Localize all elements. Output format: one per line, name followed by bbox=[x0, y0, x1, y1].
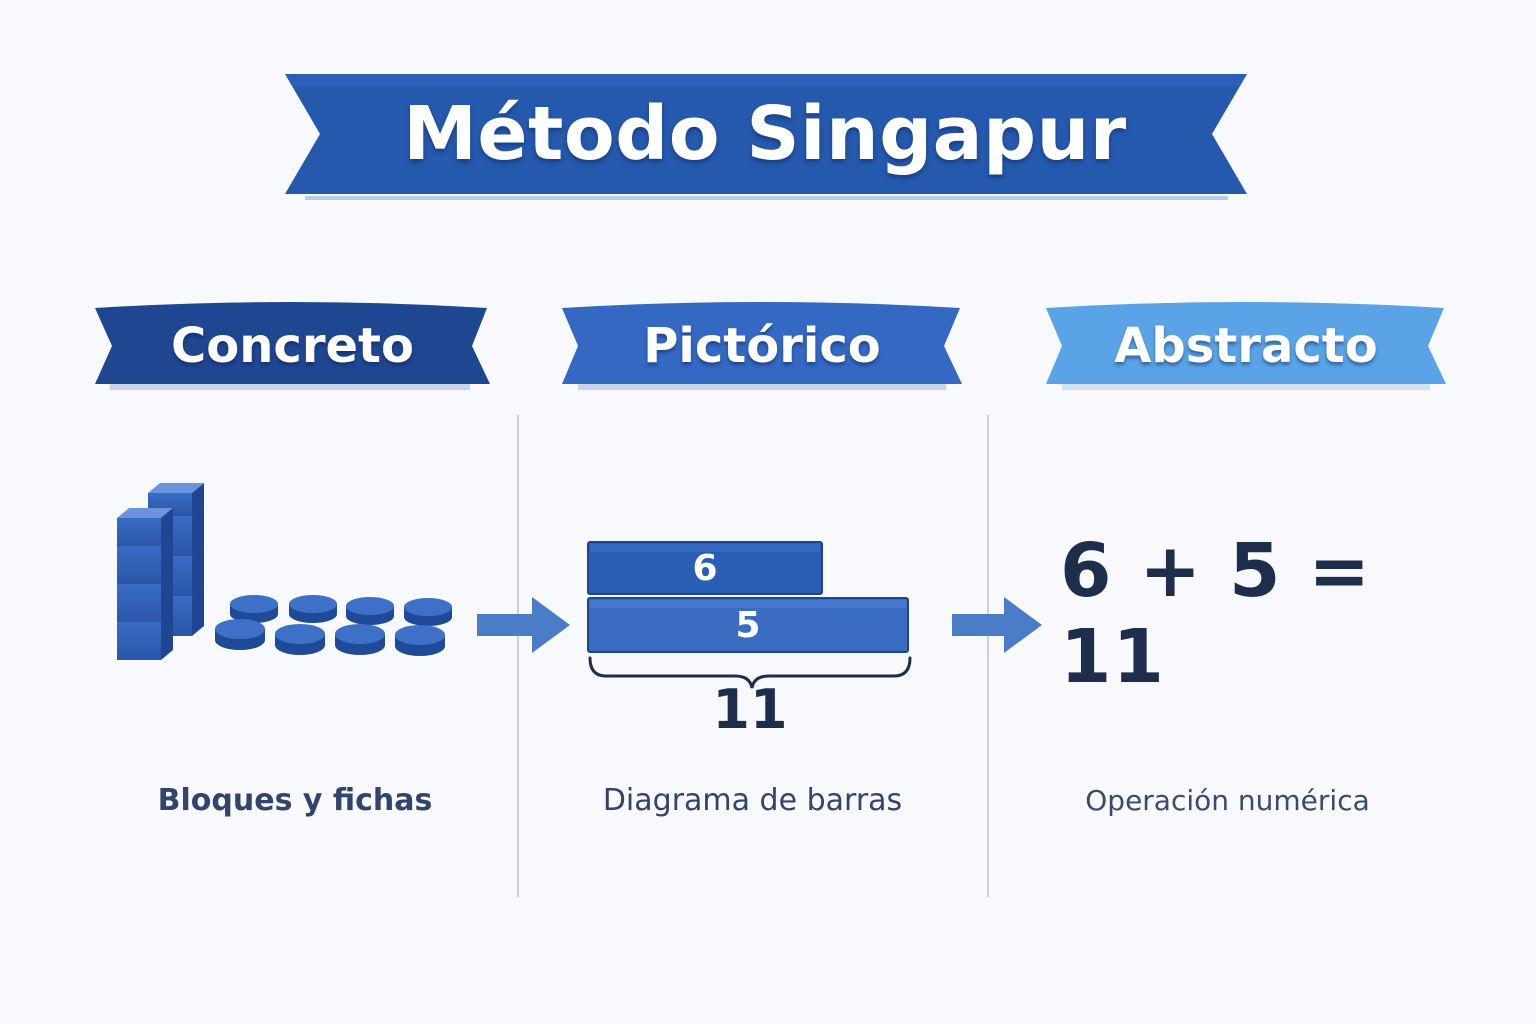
caption-pictorico: Diagrama de barras bbox=[602, 782, 903, 818]
ribbon-concreto bbox=[95, 302, 490, 390]
total-brace bbox=[588, 656, 912, 689]
arrow-pictorico-to-abstracto bbox=[952, 597, 1042, 653]
counter bbox=[275, 624, 325, 655]
title-banner bbox=[285, 74, 1247, 200]
arrow-concreto-to-pictorico bbox=[477, 597, 570, 653]
bar-top bbox=[587, 541, 823, 595]
counter bbox=[230, 595, 278, 623]
bar-total-value: 11 bbox=[712, 677, 788, 741]
counter bbox=[289, 595, 337, 623]
page-title: Método Singapur bbox=[403, 91, 1127, 177]
stage-label-concreto: Concreto bbox=[171, 318, 414, 374]
ribbon-abstracto bbox=[1046, 302, 1446, 390]
bar-top-value: 6 bbox=[692, 547, 718, 589]
stage-label-pictorico: Pictórico bbox=[643, 318, 881, 374]
bar-model bbox=[587, 541, 912, 689]
block-stacks-illustration bbox=[117, 483, 204, 660]
counter bbox=[395, 625, 445, 656]
bar-bottom-value: 5 bbox=[735, 604, 761, 646]
caption-abstracto: Operación numérica bbox=[1085, 783, 1370, 817]
counter bbox=[404, 598, 452, 626]
caption-concreto: Bloques y fichas bbox=[157, 782, 433, 818]
equation: 6 + 5 = 11 bbox=[1060, 528, 1372, 700]
counters-illustration bbox=[215, 595, 452, 656]
counter bbox=[215, 619, 265, 650]
stage-label-abstracto: Abstracto bbox=[1114, 318, 1378, 374]
ribbon-pictorico bbox=[562, 302, 962, 390]
block-stack-front bbox=[117, 508, 173, 660]
counter bbox=[335, 624, 385, 655]
bar-bottom bbox=[587, 597, 909, 653]
counter bbox=[346, 597, 394, 625]
